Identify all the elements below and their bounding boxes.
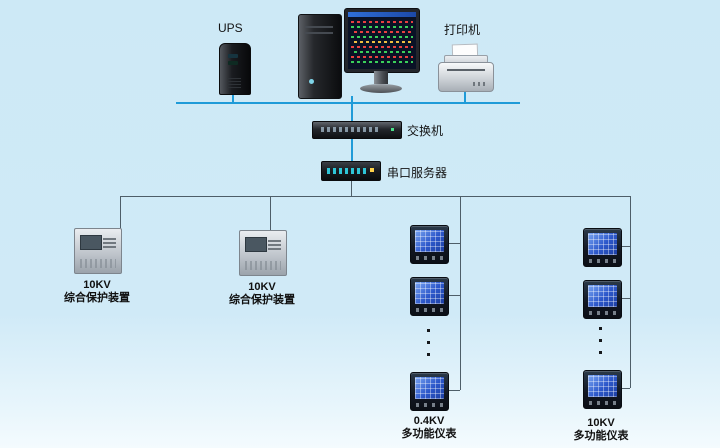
connection-line	[351, 104, 353, 121]
voltage-label: 10KV	[587, 417, 615, 429]
connection-line	[620, 298, 630, 299]
monitor-screen	[348, 12, 416, 69]
protection-device-terminals	[80, 259, 116, 268]
meter-buttons	[416, 403, 443, 407]
protection-device-keys	[103, 236, 116, 248]
monitor	[344, 8, 420, 73]
connection-line	[232, 93, 234, 102]
connection-line	[460, 196, 461, 390]
meter-screen	[588, 233, 617, 255]
connection-line	[120, 196, 121, 228]
ups-vent	[227, 78, 241, 88]
connection-line	[620, 246, 630, 247]
monitor-stand	[374, 71, 388, 84]
connection-line	[351, 96, 353, 102]
power-meter	[410, 225, 449, 264]
power-meter	[583, 370, 622, 409]
protection-device-lcd	[80, 235, 102, 250]
power-meter	[410, 277, 449, 316]
meter-buttons	[416, 308, 443, 312]
meter-screen	[415, 282, 444, 304]
connection-line	[447, 243, 460, 244]
serial-server-led-icon	[370, 168, 374, 172]
printer-slot	[447, 69, 485, 71]
protection-device-keys	[268, 238, 281, 250]
switch-label: 交换机	[407, 124, 444, 138]
ellipsis-dot	[599, 351, 602, 354]
monitor-base	[360, 84, 402, 93]
protection-device-terminals	[245, 261, 281, 270]
power-button-icon	[309, 79, 314, 84]
connection-line	[351, 179, 352, 196]
connection-line	[447, 295, 460, 296]
protection-device-caption: 10KV 综合保护装置	[52, 279, 142, 305]
connection-line	[620, 388, 630, 389]
workstation-tower	[298, 14, 342, 99]
drive-bays	[305, 22, 333, 34]
voltage-label: 10KV	[248, 281, 276, 293]
protection-device-lcd	[245, 237, 267, 252]
device-name-label: 多功能仪表	[401, 428, 457, 440]
meter-screen	[415, 377, 444, 399]
ups-led-icon	[228, 54, 238, 58]
protection-device	[239, 230, 287, 276]
connection-line	[270, 196, 271, 230]
connection-line	[176, 102, 520, 104]
meter-buttons	[589, 259, 616, 263]
printer-device	[438, 62, 494, 92]
connection-line	[447, 390, 460, 391]
meter-buttons	[589, 401, 616, 405]
protection-device	[74, 228, 122, 274]
protection-device-caption: 10KV 综合保护装置	[217, 281, 307, 307]
meter-buttons	[589, 311, 616, 315]
ellipsis-dot	[427, 353, 430, 356]
device-name-label: 多功能仪表	[573, 430, 629, 442]
power-meter	[583, 280, 622, 319]
ellipsis-dot	[599, 327, 602, 330]
monitor-titlebar	[348, 12, 416, 17]
device-name-label: 综合保护装置	[64, 292, 130, 304]
printer-buttons	[473, 82, 487, 86]
ellipsis-dot	[427, 341, 430, 344]
connection-line	[120, 196, 631, 197]
connection-line	[351, 137, 353, 161]
switch-led-icon	[391, 128, 394, 131]
switch-ports	[321, 127, 381, 132]
connection-line	[630, 196, 631, 388]
power-meter	[410, 372, 449, 411]
connection-line	[464, 90, 466, 102]
printer-label: 打印机	[444, 23, 481, 37]
serial-server-device	[321, 161, 381, 181]
switch-device	[312, 121, 402, 139]
power-meter	[583, 228, 622, 267]
ups-device	[219, 43, 251, 95]
meter-buttons	[416, 256, 443, 260]
ellipsis-dot	[599, 339, 602, 342]
voltage-label: 10KV	[83, 279, 111, 291]
meter-column-caption: 10KV 多功能仪表	[556, 417, 646, 443]
meter-column-caption: 0.4KV 多功能仪表	[384, 415, 474, 441]
serial-server-label: 串口服务器	[387, 166, 448, 180]
meter-screen	[415, 230, 444, 252]
voltage-label: 0.4KV	[413, 415, 445, 427]
meter-screen	[588, 375, 617, 397]
ellipsis-dot	[427, 329, 430, 332]
meter-screen	[588, 285, 617, 307]
ups-label: UPS	[218, 21, 243, 35]
serial-server-ports	[327, 168, 366, 174]
device-name-label: 综合保护装置	[229, 294, 295, 306]
